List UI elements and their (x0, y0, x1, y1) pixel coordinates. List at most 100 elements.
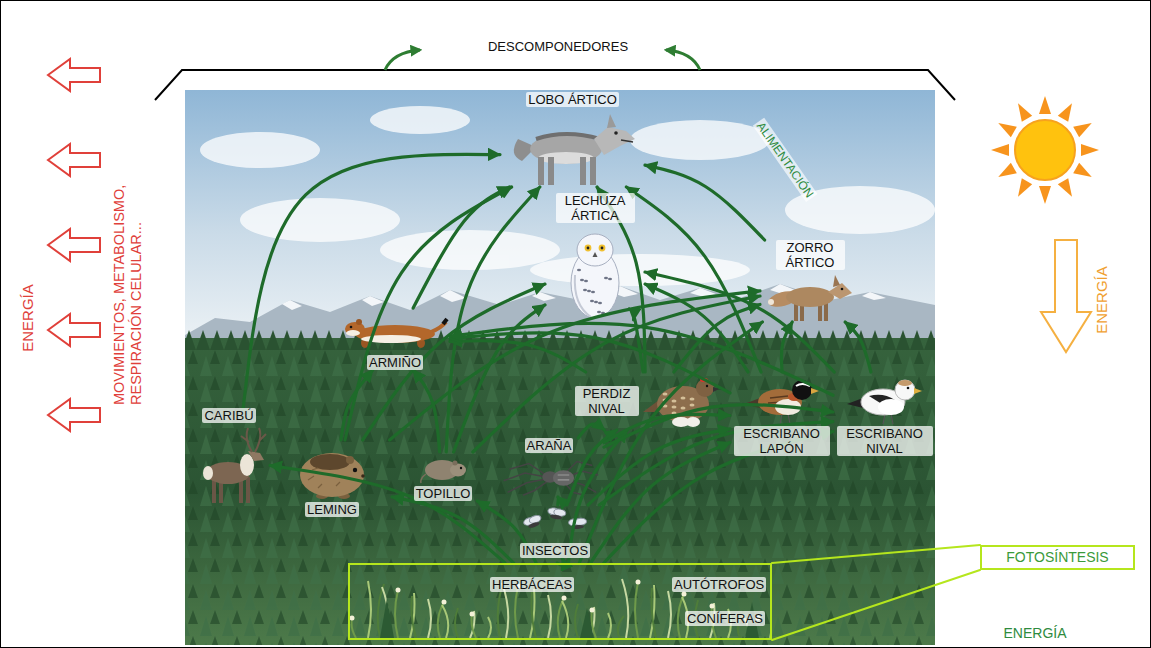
energy-loss-arrows (48, 59, 100, 431)
plants-picture (442, 605, 448, 638)
weasel-picture (343, 308, 448, 353)
nival-picture (845, 372, 925, 424)
plants-picture (682, 592, 687, 597)
insects-picture (574, 518, 587, 526)
plants-picture (428, 599, 431, 638)
owl-picture (601, 312, 605, 314)
grouse-picture (689, 414, 694, 417)
grouse-picture (700, 378, 708, 382)
lapon-picture (742, 372, 822, 424)
decomposers-label: DESCOMPONEDORES (488, 39, 628, 55)
lemming-picture (300, 453, 364, 497)
sun-symbol (991, 96, 1099, 204)
feeding-arrow (392, 497, 514, 563)
wolf-picture (607, 114, 616, 128)
callout-connector (772, 545, 980, 640)
energy-loss-arrows (48, 59, 100, 91)
energy-label: ENERGÍA (1093, 266, 1111, 334)
plants-picture (442, 600, 447, 605)
wolf-picture (590, 157, 596, 185)
vole-node: TOPILLO (398, 452, 488, 501)
grouse-picture (696, 379, 714, 397)
owl-picture (565, 225, 625, 320)
organism-name: LOBO ÁRTICO (526, 92, 619, 107)
plants-picture (548, 595, 551, 638)
sun-symbol (995, 118, 1017, 137)
energy-label: ENERGÍA (1003, 625, 1066, 642)
organism-name: CARIBÚ (202, 408, 255, 423)
wolf-picture (548, 157, 554, 185)
plants-picture (532, 592, 537, 638)
fox-picture (768, 299, 774, 305)
insects-node: INSECTOS (505, 505, 605, 558)
weasel-picture (356, 319, 362, 325)
nival-picture (914, 388, 922, 394)
energy-loss-arrows (48, 399, 100, 431)
grouse-picture (705, 385, 707, 387)
vole-picture (450, 464, 466, 477)
nival-picture (898, 380, 912, 386)
plants-picture (472, 614, 477, 638)
lemming-picture (353, 468, 357, 472)
feeding-arrow (591, 442, 730, 563)
feeding-arrow (845, 322, 871, 372)
energy-label: ENERGÍA (19, 284, 37, 352)
lapon-picture (811, 388, 819, 394)
organism-name: INSECTOS (520, 543, 590, 558)
owl-picture (599, 245, 606, 252)
grouse-picture (671, 412, 676, 415)
owl-picture (604, 277, 608, 279)
owl-picture (601, 247, 604, 250)
grouse-picture (671, 400, 676, 403)
vole-picture (453, 461, 458, 466)
lapon-picture (744, 398, 760, 408)
grouse-picture (662, 405, 667, 408)
insects-picture (549, 514, 562, 520)
caribou-picture (246, 477, 250, 503)
insects-picture (522, 514, 543, 530)
energy-loss-arrows (48, 314, 100, 346)
owl-picture (583, 289, 587, 291)
producer-label: CONÍFERAS (685, 611, 765, 626)
weasel-picture (355, 325, 435, 343)
grouse-picture (680, 397, 685, 400)
plants-picture (575, 604, 578, 638)
lapon-picture (792, 380, 812, 400)
landscape-photo (185, 90, 935, 645)
sun-symbol (1081, 144, 1099, 156)
grouse-picture (662, 393, 667, 396)
weasel-picture (349, 326, 352, 329)
sun-symbol (1013, 100, 1032, 122)
process-name: FOTOSÍNTESIS (1004, 549, 1110, 566)
feeding-arrow (390, 291, 760, 440)
landscape-photo (185, 328, 935, 350)
wolf-picture (508, 109, 638, 187)
grouse-picture (680, 407, 685, 410)
feeding-arrow (243, 154, 500, 408)
grouse-picture (689, 404, 694, 407)
sun-symbol (995, 163, 1017, 182)
spider-picture (496, 455, 602, 497)
feeding-arrow (645, 165, 765, 240)
insects-picture (518, 505, 593, 541)
plants-picture (562, 596, 567, 601)
stoat-node: ARMIÑO (340, 308, 450, 370)
plants-picture (618, 616, 624, 638)
sun-symbol (1015, 120, 1075, 180)
sun-symbol (1039, 96, 1051, 114)
organism-name: ZORRO ÁRTICO (776, 240, 845, 270)
plants-picture (622, 579, 628, 638)
grouse-picture (686, 417, 700, 427)
plants-picture (395, 590, 398, 638)
owl-picture (594, 301, 598, 303)
vole-picture (421, 474, 426, 483)
lemming-node: LEMING (272, 440, 392, 517)
longspur-node: ESCRIBANO LAPÓN (730, 372, 833, 456)
producer-label: AUTÓTROFOS (672, 577, 766, 592)
organism-name: ARAÑA (525, 438, 574, 453)
lemming-picture (308, 468, 340, 488)
plants-picture (488, 617, 491, 638)
caribou-picture (248, 451, 264, 461)
vole-picture (460, 467, 462, 469)
